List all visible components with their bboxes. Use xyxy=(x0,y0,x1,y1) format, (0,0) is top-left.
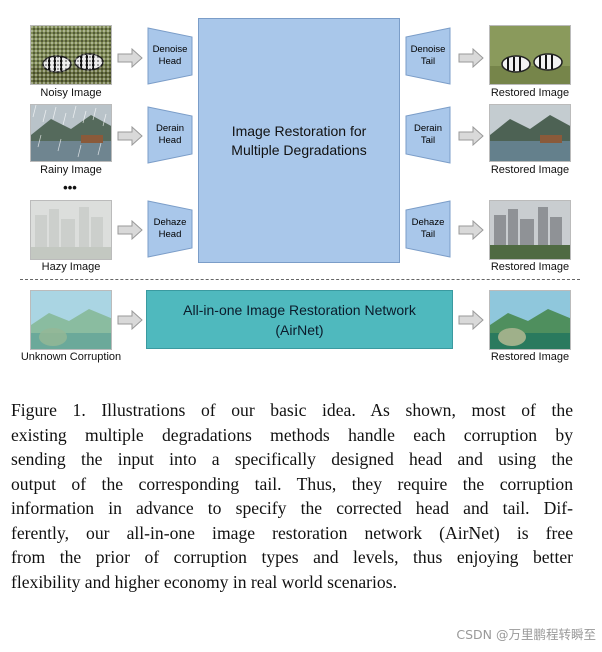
center-box-line2: Multiple Degradations xyxy=(231,141,367,158)
restored-image-thumbnail xyxy=(489,200,571,260)
caption-line: ferently, our all-in-one image restorati… xyxy=(11,522,573,543)
airnet-box-line2: (AirNet) xyxy=(275,321,324,338)
derain-head-trapezoid xyxy=(147,106,193,164)
restored-image-label: Restored Image xyxy=(490,87,570,99)
arrow-icon xyxy=(117,220,143,240)
restored-image-thumbnail xyxy=(489,104,571,162)
denoise-head-trapezoid xyxy=(147,27,193,85)
caption-line: information in advance to specify the co… xyxy=(11,498,573,518)
rainy-image-label: Rainy Image xyxy=(40,164,102,176)
unknown-corruption-thumbnail xyxy=(30,290,112,350)
airnet-box: All-in-one Image Restoration Network (Ai… xyxy=(146,290,453,349)
rainy-image-thumbnail xyxy=(30,104,112,162)
derain-tail-trapezoid xyxy=(405,106,451,164)
caption-line: output of the corresponding tail. Thus, … xyxy=(11,473,573,494)
restored-image-label: Restored Image xyxy=(490,164,570,176)
arrow-icon xyxy=(458,310,484,330)
unknown-corruption-label: Unknown Corruption xyxy=(20,351,122,363)
arrow-icon xyxy=(117,48,143,68)
arrow-icon xyxy=(458,126,484,146)
noisy-image-label: Noisy Image xyxy=(40,87,102,99)
dashed-separator xyxy=(20,279,580,280)
arrow-icon xyxy=(458,220,484,240)
hazy-image-thumbnail xyxy=(30,200,112,260)
arrow-icon xyxy=(117,310,143,330)
figure-caption: Figure 1. Illustrations of our basic ide… xyxy=(11,398,573,594)
arrow-icon xyxy=(458,48,484,68)
noisy-image-thumbnail xyxy=(30,25,112,85)
arrow-icon xyxy=(117,126,143,146)
caption-line: sending the input into a specifically de… xyxy=(11,449,573,469)
caption-line: from the prior of corruption types and l… xyxy=(11,547,573,567)
restored-image-thumbnail xyxy=(489,25,571,85)
dehaze-head-trapezoid xyxy=(147,200,193,258)
airnet-box-line1: All-in-one Image Restoration Network xyxy=(183,301,416,318)
dehaze-tail-trapezoid xyxy=(405,200,451,258)
restored-image-label: Restored Image xyxy=(490,351,570,363)
restored-image-label: Restored Image xyxy=(490,261,570,273)
caption-line: Figure 1. Illustrations of our basic ide… xyxy=(11,400,573,420)
caption-line: existing multiple degradations methods h… xyxy=(11,424,573,445)
multi-degradation-restoration-box: Image Restoration for Multiple Degradati… xyxy=(198,18,400,263)
watermark: CSDN @万里鹏程转瞬至 xyxy=(456,627,596,642)
center-box-line1: Image Restoration for xyxy=(231,122,367,139)
hazy-image-label: Hazy Image xyxy=(41,261,101,273)
ellipsis: ••• xyxy=(63,180,77,195)
caption-line: flexibility and higher economy in real w… xyxy=(11,571,397,592)
restored-image-thumbnail xyxy=(489,290,571,350)
denoise-tail-trapezoid xyxy=(405,27,451,85)
